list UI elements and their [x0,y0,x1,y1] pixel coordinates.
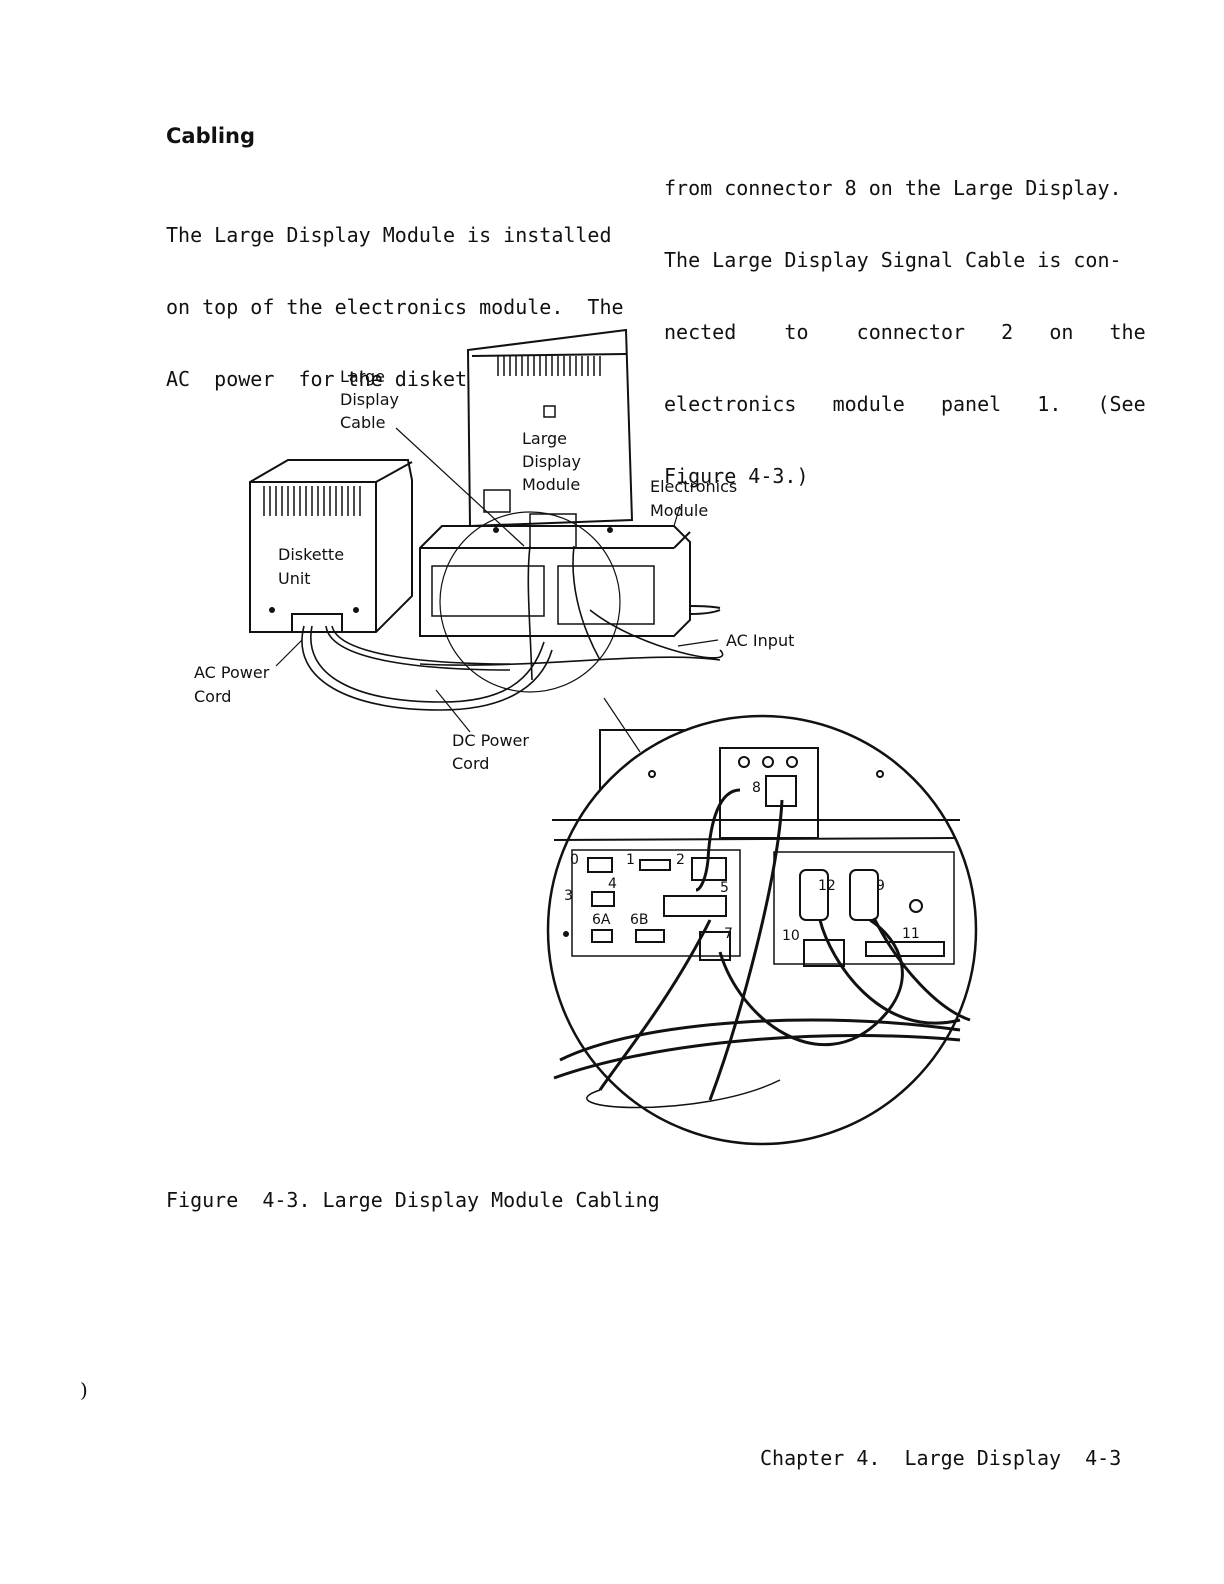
margin-mark: ) [80,1378,88,1402]
connector-label-0: 0 [570,852,579,868]
body-line: Figure 4-3.) [664,464,809,488]
detail-connector-panel [552,729,971,1109]
label-large-display-cable: Large Display Cable [340,367,404,432]
cabling-illustration: Large Display Cable Large Display Module… [194,328,978,1146]
connector-number-labels: 0 1 2 3 4 5 6A 6B 7 8 9 10 11 12 [564,780,920,944]
body-text-left-column: The Large Display Module is installed on… [166,175,624,415]
large-display-module-drawing [466,328,634,528]
body-text-right-column: from connector 8 on the Large Display. T… [664,128,1146,512]
diskette-unit-drawing [249,459,413,633]
cables-overview [301,545,724,711]
page-footer: Chapter 4. Large Display 4-3 [760,1446,1122,1470]
connector-label-11: 11 [902,926,920,942]
connector-label-3: 3 [564,888,573,904]
label-diskette-unit: Diskette Unit [278,545,349,588]
electronics-module-drawing [419,513,721,637]
label-ac-power-cord: AC Power Cord [194,663,274,706]
figure-caption: Figure 4-3. Large Display Module Cabling [166,1188,660,1212]
connector-label-7: 7 [724,926,733,942]
connector-label-6a: 6A [592,912,611,928]
leader-lines [275,427,719,733]
connector-label-2: 2 [676,852,685,868]
connector-label-5: 5 [720,880,729,896]
body-line: on top of the electronics module. The [166,295,624,319]
body-line: The Large Display Signal Cable is con- [664,248,1122,272]
label-ac-input: AC Input [726,631,794,650]
magnify-circle-large [546,714,978,1146]
body-line: The Large Display Module is installed [166,223,612,247]
label-dc-power-cord: DC Power Cord [452,731,534,773]
body-line: from connector 8 on the Large Display. [664,176,1122,200]
label-electronics-module: Electronics Module [650,477,742,520]
body-line: electronics module panel 1. (See [664,392,1146,416]
connector-label-6b: 6B [630,912,649,928]
magnify-circle-small [439,511,621,693]
connector-label-12: 12 [818,878,836,894]
connector-label-8: 8 [752,780,761,796]
section-heading: Cabling [166,124,255,148]
label-large-display-module: Large Display Module [522,429,586,494]
connector-label-9: 9 [876,878,885,894]
connector-label-10: 10 [782,928,800,944]
connector-label-1: 1 [626,852,635,868]
body-line: nected to connector 2 on the [664,320,1146,344]
connector-label-4: 4 [608,876,617,892]
